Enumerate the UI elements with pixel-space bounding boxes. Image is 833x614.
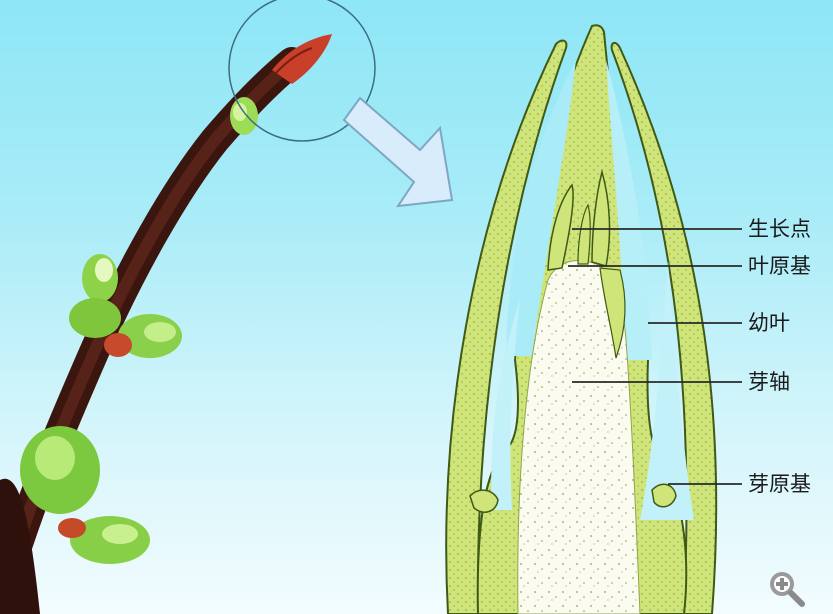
twig-illustration	[0, 34, 332, 614]
label-bud-primordium: 芽原基	[748, 474, 811, 495]
bud-primordium-shape	[470, 490, 498, 512]
zoom-in-icon[interactable]	[766, 568, 806, 608]
label-growing-point: 生长点	[748, 219, 811, 240]
bud-primordium-shape	[652, 484, 676, 506]
label-young-leaf: 幼叶	[748, 313, 790, 334]
arrow-icon	[344, 98, 452, 206]
lateral-bud	[20, 426, 150, 564]
bud-cross-section	[446, 25, 716, 614]
label-bud-axis: 芽轴	[748, 372, 790, 393]
label-leaf-primordium: 叶原基	[748, 256, 811, 277]
lateral-bud	[230, 97, 258, 135]
